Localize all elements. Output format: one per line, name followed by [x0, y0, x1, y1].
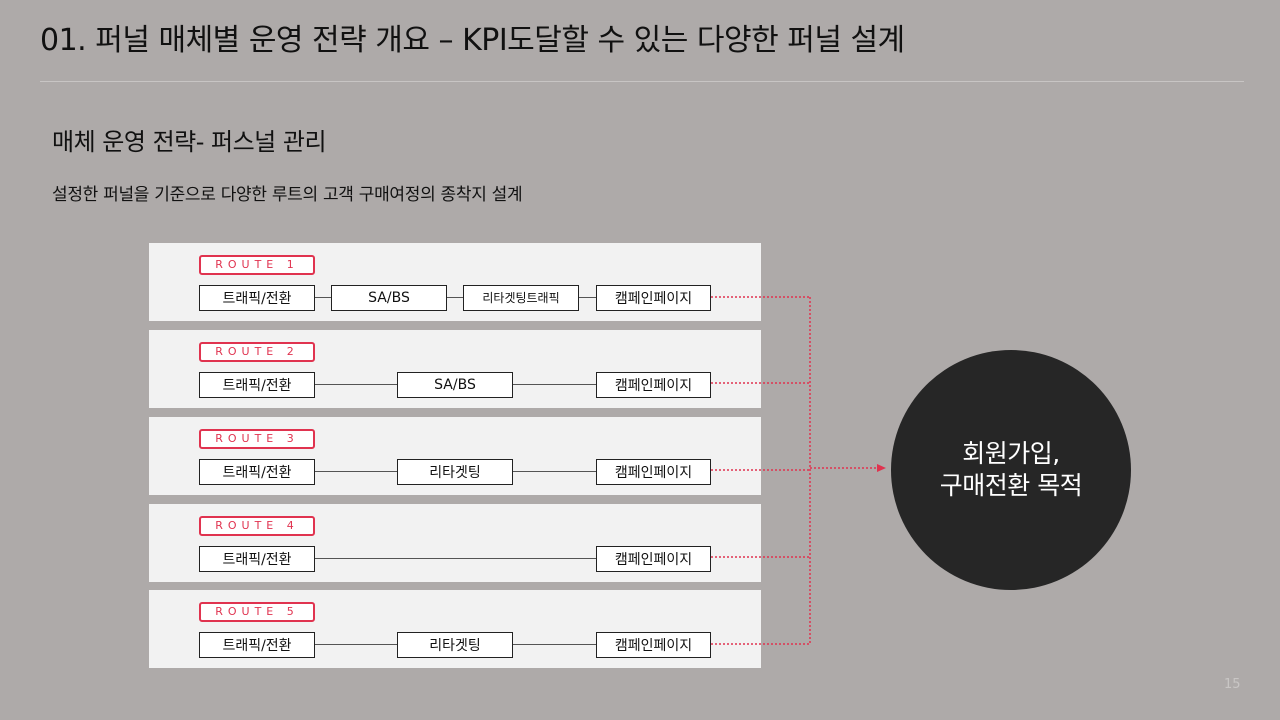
- page-number: 15: [1224, 677, 1241, 692]
- page-title: 01. 퍼널 매체별 운영 전략 개요 – KPI도달할 수 있는 다양한 퍼널…: [40, 23, 905, 58]
- section-description: 설정한 퍼널을 기준으로 다양한 루트의 고객 구매여정의 종착지 설계: [52, 185, 523, 205]
- route-panel-1: ROUTE 1 트래픽/전환 SA/BS 리타겟팅트래픽 캠페인페이지: [149, 243, 761, 321]
- route-connector: [513, 384, 596, 385]
- route-step: SA/BS: [397, 372, 513, 398]
- route-step: 리타겟팅: [397, 632, 513, 658]
- route-connector: [315, 384, 397, 385]
- route-label: ROUTE 3: [199, 429, 315, 449]
- route-step: 캠페인페이지: [596, 632, 711, 658]
- route-connector: [315, 558, 596, 559]
- route-panel-4: ROUTE 4 트래픽/전환 캠페인페이지: [149, 504, 761, 582]
- route-connector: [315, 644, 397, 645]
- route-connector: [513, 471, 596, 472]
- route-panel-5: ROUTE 5 트래픽/전환 리타겟팅 캠페인페이지: [149, 590, 761, 668]
- route-step: 캠페인페이지: [596, 285, 711, 311]
- route-step: 트래픽/전환: [199, 632, 315, 658]
- route-label: ROUTE 1: [199, 255, 315, 275]
- flow-arrowhead: [877, 464, 886, 472]
- title-divider: [40, 81, 1244, 82]
- route-connector: [513, 644, 596, 645]
- route-step: 캠페인페이지: [596, 459, 711, 485]
- route-step: SA/BS: [331, 285, 447, 311]
- goal-line-1: 회원가입,: [962, 439, 1060, 468]
- route-panel-2: ROUTE 2 트래픽/전환 SA/BS 캠페인페이지: [149, 330, 761, 408]
- route-step: 리타겟팅: [397, 459, 513, 485]
- route-step: 트래픽/전환: [199, 285, 315, 311]
- route-connector: [315, 297, 331, 298]
- route-panel-3: ROUTE 3 트래픽/전환 리타겟팅 캠페인페이지: [149, 417, 761, 495]
- route-label: ROUTE 5: [199, 602, 315, 622]
- route-label: ROUTE 4: [199, 516, 315, 536]
- route-label: ROUTE 2: [199, 342, 315, 362]
- route-step: 캠페인페이지: [596, 546, 711, 572]
- route-step: 트래픽/전환: [199, 546, 315, 572]
- route-connector: [315, 471, 397, 472]
- route-step: 캠페인페이지: [596, 372, 711, 398]
- route-step: 리타겟팅트래픽: [463, 285, 579, 311]
- route-connector: [579, 297, 596, 298]
- goal-circle: 회원가입, 구매전환 목적: [891, 350, 1131, 590]
- route-step: 트래픽/전환: [199, 459, 315, 485]
- route-step: 트래픽/전환: [199, 372, 315, 398]
- section-subtitle: 매체 운영 전략- 퍼스널 관리: [52, 128, 327, 156]
- goal-line-2: 구매전환 목적: [939, 471, 1083, 500]
- route-connector: [447, 297, 463, 298]
